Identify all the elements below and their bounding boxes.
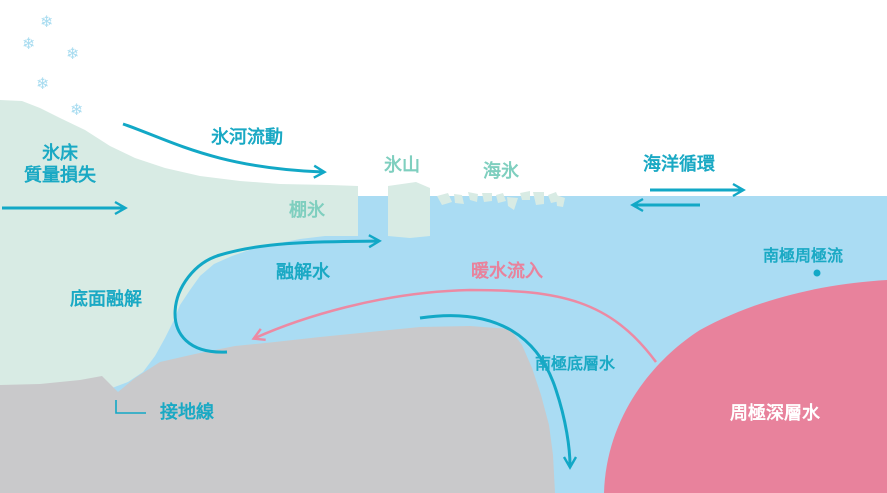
- iceberg-label: 氷山: [384, 155, 420, 176]
- meltwater-arrow: [173, 234, 382, 354]
- warm-water-arrow: [251, 288, 658, 363]
- iceberg: [388, 182, 430, 238]
- grounding-line-bracket: [115, 400, 146, 414]
- circumpolar-current-dot: [813, 269, 821, 277]
- bedrock: [0, 326, 555, 493]
- ice-sheet: [0, 100, 358, 392]
- bottom-water-arrow: [419, 314, 578, 470]
- snowflake-icon: ❄: [70, 100, 84, 119]
- meltwater-label: 融解水: [276, 262, 330, 283]
- circumpolar-current-label: 南極周極流: [763, 246, 844, 265]
- ice-sheet-mass-loss-label: 氷床 質量損失: [10, 143, 110, 186]
- glacier-flow-arrow: [122, 122, 327, 179]
- circumpolar-deep-water: [604, 280, 887, 493]
- sea-ice-pieces: [437, 191, 565, 210]
- ice-sheet-mass-loss-line2: 質量損失: [24, 164, 96, 186]
- ocean-circulation-label: 海洋循環: [643, 154, 715, 175]
- circumpolar-deep-water-label: 周極深層水: [730, 403, 820, 424]
- antarctic-bottom-water-label: 南極底層水: [535, 354, 616, 373]
- ice-sheet-mass-loss-line1: 氷床: [42, 143, 78, 164]
- snowflake-icon: ❄: [22, 34, 36, 53]
- warm-water-inflow-label: 暖水流入: [471, 261, 543, 282]
- sea-ice-label: 海氷: [483, 161, 519, 182]
- grounding-line-label: 接地線: [160, 402, 214, 423]
- basal-melt-label: 底面融解: [70, 289, 142, 310]
- snowflake-icon: ❄: [66, 44, 80, 63]
- glacier-flow-label: 氷河流動: [211, 127, 283, 148]
- ice-shelf-label: 棚氷: [289, 200, 325, 221]
- snowflake-icon: ❄: [36, 74, 50, 93]
- snowflake-icon: ❄: [40, 12, 54, 31]
